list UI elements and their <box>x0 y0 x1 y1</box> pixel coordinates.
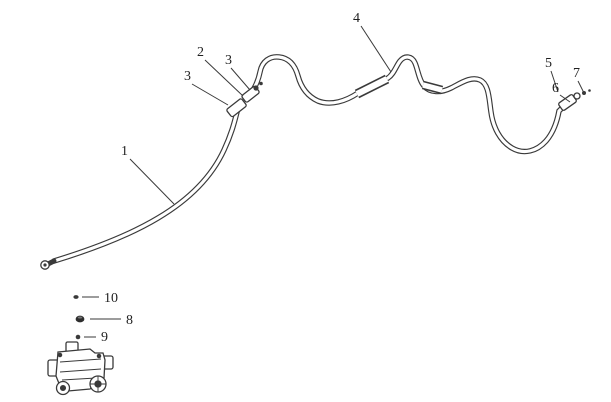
fitting-cluster-middle <box>226 81 263 118</box>
callout-label-10: 10 <box>104 291 118 306</box>
banjo-end-bolt <box>43 263 47 267</box>
fitting-bolt-small <box>253 85 259 91</box>
callout-label-5: 5 <box>545 56 552 71</box>
hose-upper <box>245 54 569 155</box>
callout-leader-7 <box>577 80 585 94</box>
callout-label-3: 3 <box>184 69 191 84</box>
callout-leader-1 <box>129 158 175 205</box>
grommet-part-8 <box>75 315 85 323</box>
hose-lower-outline <box>51 109 240 264</box>
hose-sleeve-left-core <box>355 76 389 97</box>
callout-label-6: 6 <box>552 81 559 96</box>
hose-sleeve-right-core <box>422 82 443 93</box>
callout-leader-5 <box>550 70 559 93</box>
pump-bolt-left <box>57 352 63 358</box>
callout-leader-6 <box>559 94 571 103</box>
hose-lower-core <box>52 110 239 263</box>
pump-wheel-left-hub <box>59 384 67 392</box>
grommet-highlight <box>77 316 83 319</box>
pump-assembly <box>47 341 114 396</box>
callout-label-8: 8 <box>126 313 133 328</box>
fitting-bolt-tip <box>259 81 263 86</box>
pump-body-detail-lines <box>59 358 102 381</box>
callout-label-3: 3 <box>225 53 232 68</box>
callout-label-2: 2 <box>197 45 204 60</box>
callout-leader-3 <box>230 67 251 91</box>
callout-leader-3 <box>191 83 229 106</box>
screw-part-10 <box>73 295 79 299</box>
screw-part-9 <box>75 334 81 340</box>
pump-bolt-right <box>96 353 102 359</box>
screw-tip-right <box>588 89 591 92</box>
callout-label-7: 7 <box>573 66 580 81</box>
pump-wheel-spokes <box>90 376 106 392</box>
hose-lower <box>40 109 240 270</box>
callout-leader-2 <box>204 59 244 97</box>
fitting-nut-right <box>573 92 581 100</box>
hose-upper-core <box>246 55 568 154</box>
callout-label-4: 4 <box>353 11 360 26</box>
small-hardware <box>73 295 85 340</box>
callout-label-9: 9 <box>101 330 108 345</box>
fitting-cluster-right <box>558 89 591 111</box>
callout-leader-4 <box>360 25 392 73</box>
callout-label-1: 1 <box>121 144 128 159</box>
fitting-union-lower <box>226 98 247 118</box>
